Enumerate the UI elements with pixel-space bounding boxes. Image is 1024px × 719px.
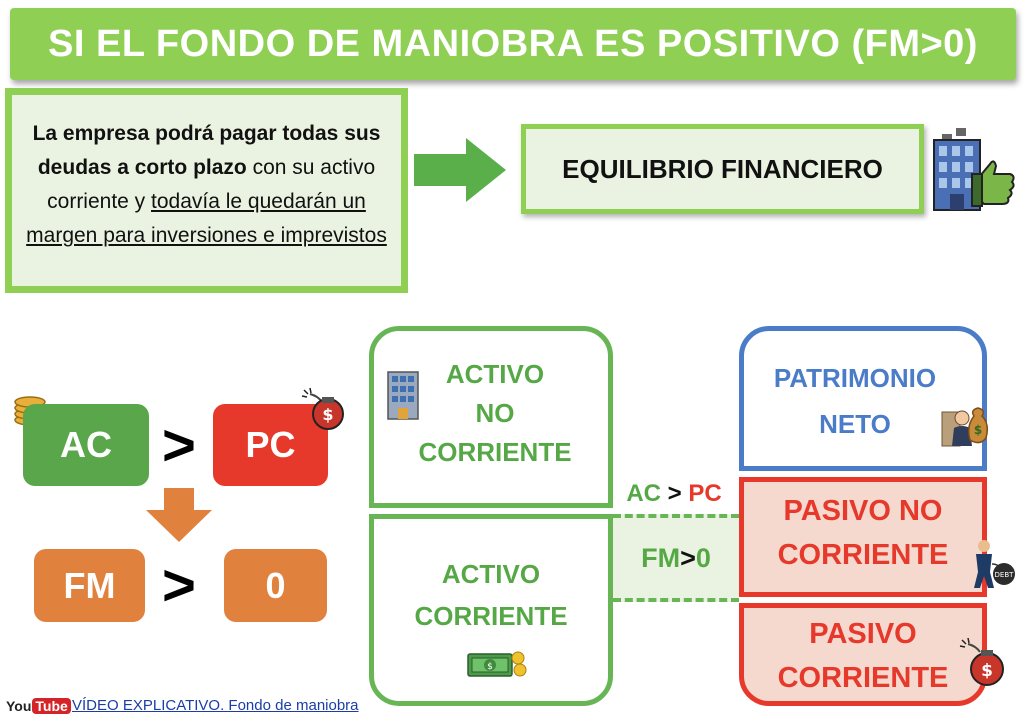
svg-text:DEBT: DEBT xyxy=(995,571,1015,579)
youtube-logo-icon[interactable]: You Tube xyxy=(6,696,71,716)
pc-line-2: CORRIENTE xyxy=(777,662,949,694)
office-building-thumbs-up-icon xyxy=(933,128,1015,211)
anc-line-1: ACTIVO xyxy=(445,359,545,389)
comparison-label: AC > PC xyxy=(619,480,729,508)
svg-text:$: $ xyxy=(487,662,493,672)
video-link[interactable]: VÍDEO EXPLICATIVO. Fondo de maniobra xyxy=(72,697,359,714)
result-label: EQUILIBRIO FINANCIERO xyxy=(562,153,883,184)
title-banner: SI EL FONDO DE MANIOBRA ES POSITIVO (FM>… xyxy=(10,8,1016,80)
fm-label: FM xyxy=(63,564,116,606)
pn-line-2: NETO xyxy=(819,409,891,439)
ac-line-2: CORRIENTE xyxy=(414,601,568,631)
fondo-maniobra-zone: FM>0 xyxy=(613,514,739,602)
arrow-down-icon xyxy=(146,488,212,542)
pc-line-1: PASIVO xyxy=(809,618,917,650)
comparison-left: AC xyxy=(626,480,661,507)
activo-no-corriente-label: ACTIVO NO CORRIENTE xyxy=(400,355,590,472)
fm-zone-left: FM xyxy=(641,542,681,573)
greater-than-sign: > xyxy=(162,553,196,618)
pasivo-corriente-box xyxy=(739,603,987,706)
zero-label: 0 xyxy=(265,564,286,606)
pasivo-no-corriente-label: PASIVO NO CORRIENTE xyxy=(745,489,981,577)
pc-label: PC xyxy=(245,424,296,465)
svg-text:$: $ xyxy=(981,661,993,681)
pnc-line-2: CORRIENTE xyxy=(777,539,949,571)
comparison-op: > xyxy=(667,480,682,507)
svg-text:$: $ xyxy=(322,405,333,424)
pnc-line-1: PASIVO NO xyxy=(783,495,943,527)
debt-ball-icon: DEBT xyxy=(974,540,1015,588)
explanation-box: La empresa podrá pagar todas sus deudas … xyxy=(5,88,408,293)
fm-zone-op: > xyxy=(680,542,696,573)
cash-icon: $ xyxy=(467,651,527,677)
pasivo-no-corriente-box xyxy=(739,477,987,597)
page-title: SI EL FONDO DE MANIOBRA ES POSITIVO (FM>… xyxy=(48,22,978,65)
anc-line-2: NO xyxy=(475,398,515,428)
pc-box: PC xyxy=(213,404,328,486)
building-icon xyxy=(387,371,419,420)
money-bag-bomb-icon: $ xyxy=(959,637,1004,686)
explanation-text: con su activo corriente y xyxy=(47,156,376,213)
greater-than-sign: > xyxy=(162,413,196,478)
fm-box: FM xyxy=(34,549,145,622)
explanation-underlined: todavía le quedarán un margen para inver… xyxy=(26,190,387,247)
ac-line-1: ACTIVO xyxy=(441,559,541,589)
svg-text:$: $ xyxy=(974,423,982,437)
anc-line-3: CORRIENTE xyxy=(418,437,572,467)
pasivo-corriente-label: PASIVO CORRIENTE xyxy=(755,612,971,700)
youtube-logo-you: You xyxy=(6,698,32,714)
ac-box: AC xyxy=(23,404,149,486)
comparison-right: PC xyxy=(688,480,722,507)
pn-line-1: PATRIMONIO xyxy=(773,363,937,393)
youtube-logo-tube: Tube xyxy=(32,698,71,714)
zero-box: 0 xyxy=(224,549,327,622)
result-box: EQUILIBRIO FINANCIERO xyxy=(521,124,924,214)
ac-label: AC xyxy=(60,424,112,465)
money-bag-bomb-icon: $ xyxy=(301,387,344,430)
explanation-bold: La empresa podrá pagar todas sus deudas … xyxy=(32,122,381,179)
arrow-right-icon xyxy=(414,138,506,202)
patrimonio-neto-label: PATRIMONIO NETO xyxy=(755,355,955,447)
patrimonio-neto-box xyxy=(739,326,987,471)
fm-zone-right: 0 xyxy=(695,542,711,573)
activo-corriente-label: ACTIVO CORRIENTE xyxy=(380,553,602,637)
investor-money-icon: $ xyxy=(941,407,989,447)
